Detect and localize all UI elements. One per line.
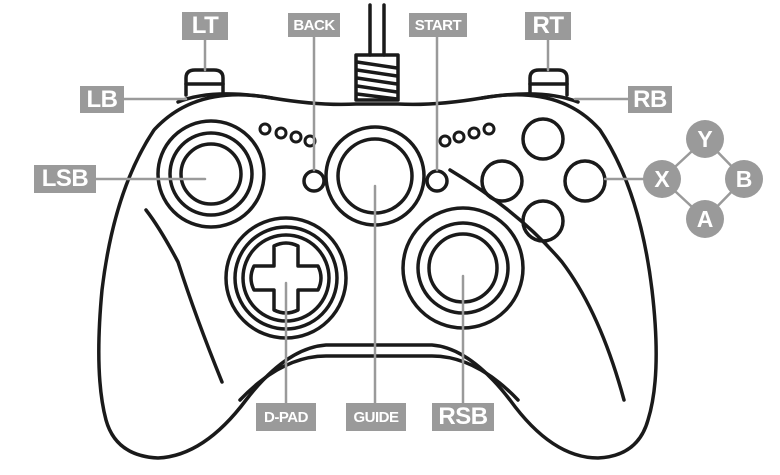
controller-body-icon xyxy=(97,93,658,460)
face-x-label: X xyxy=(643,160,681,198)
right-indicator-lights-icon xyxy=(438,122,496,148)
rb-label: RB xyxy=(628,86,672,113)
rsb-label: RSB xyxy=(432,403,494,431)
back-button-icon xyxy=(302,169,326,193)
face-b-label: B xyxy=(725,160,763,198)
left-stick-icon xyxy=(156,119,266,229)
lsb-label: LSB xyxy=(34,165,96,193)
start-label: START xyxy=(409,13,467,37)
rt-trigger-icon xyxy=(528,68,569,97)
guide-label: GUIDE xyxy=(346,403,406,431)
dpad-label: D-PAD xyxy=(256,403,316,431)
lt-label: LT xyxy=(182,12,228,40)
face-a-label: A xyxy=(686,200,724,238)
face-buttons-icon xyxy=(480,117,607,243)
lt-trigger-icon xyxy=(184,68,225,97)
lb-label: LB xyxy=(80,86,124,113)
cable-icon xyxy=(354,3,400,102)
face-y-label: Y xyxy=(686,120,724,158)
bottom-grip-contour-icon xyxy=(238,354,520,402)
left-grip-contour-icon xyxy=(144,208,224,384)
rt-label: RT xyxy=(525,12,571,40)
start-button-icon xyxy=(425,169,449,193)
back-label: BACK xyxy=(288,13,340,37)
left-indicator-lights-icon xyxy=(258,122,317,148)
